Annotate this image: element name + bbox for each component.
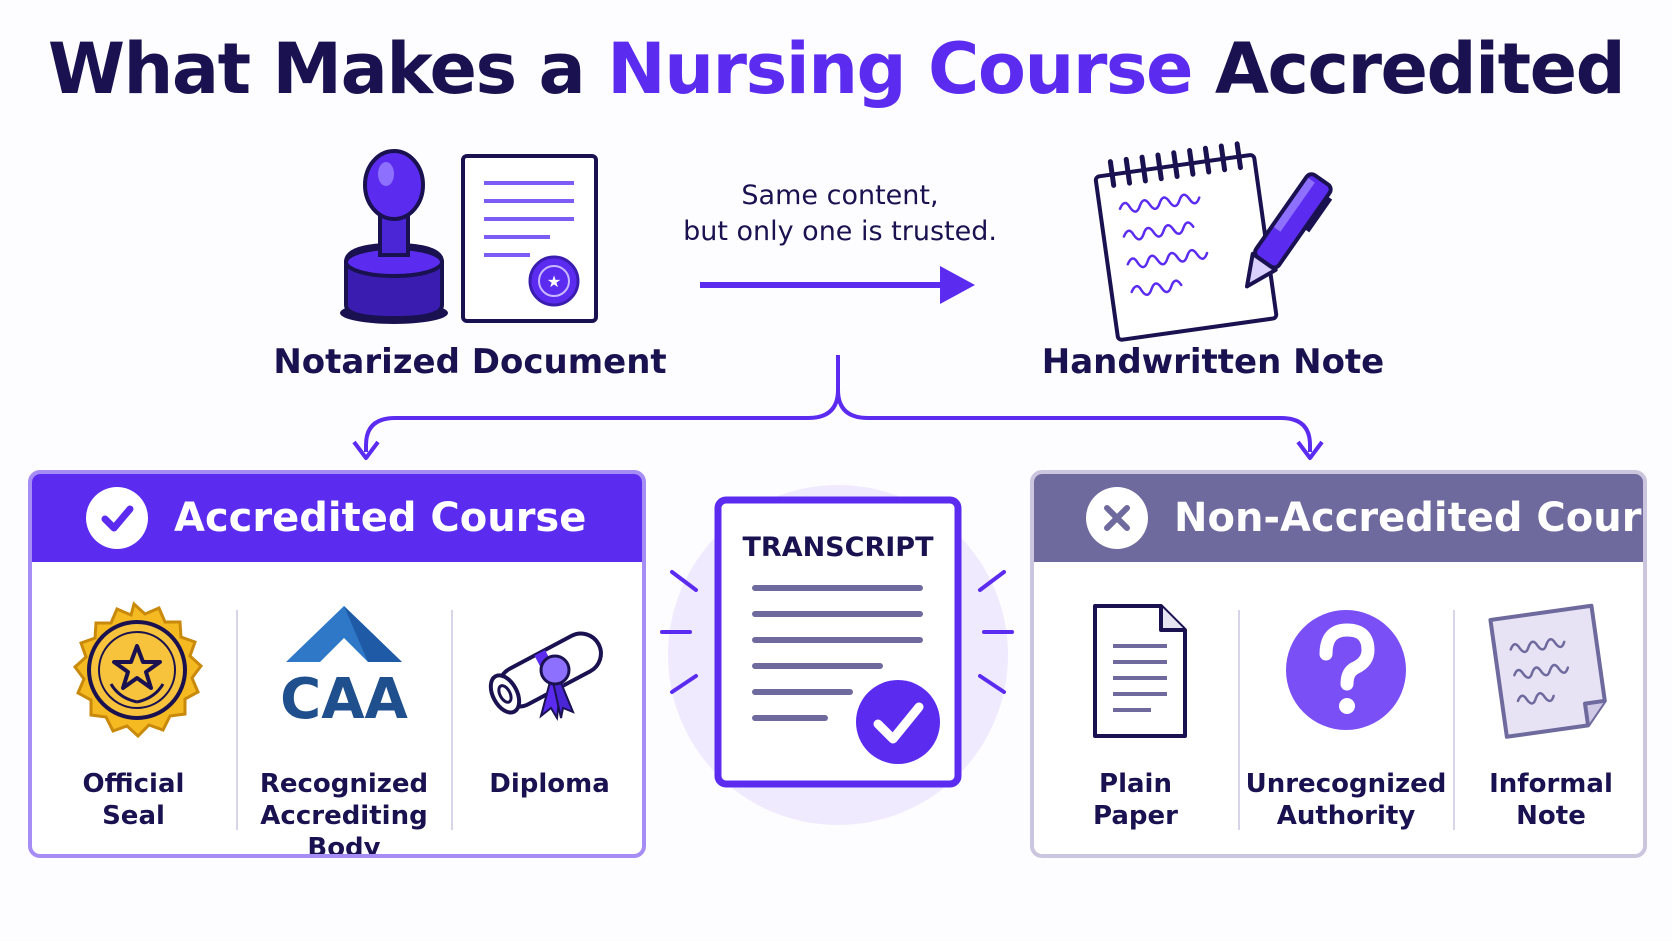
connector-left	[364, 355, 840, 452]
plain-paper-line1: Plain	[1099, 769, 1172, 799]
caa-logo: CAA	[280, 606, 409, 732]
title-end: Accredited	[1214, 28, 1626, 110]
diploma-icon	[488, 631, 603, 722]
accrediting-body-line2: Accrediting Body	[260, 801, 428, 858]
accredited-heading: Accredited Course	[174, 495, 587, 541]
transcript-burst	[660, 570, 1014, 694]
page-title: What Makes a Nursing Course Accredited	[0, 28, 1672, 110]
plain-paper-line2: Paper	[1093, 801, 1178, 831]
informal-note-item: Informal Note	[1455, 562, 1643, 854]
plain-paper-icon	[1092, 604, 1187, 738]
accrediting-body-line1: Recognized	[259, 769, 429, 799]
plain-paper-item: Plain Paper	[1034, 562, 1237, 854]
connector-right	[836, 389, 1312, 452]
accredited-course-panel: Accredited Course Official Seal	[28, 470, 646, 858]
informal-note-line2: Note	[1516, 801, 1586, 831]
non-accredited-header: Non-Accredited Course	[1034, 474, 1643, 562]
unrecognized-authority-line1: Unrecognized	[1245, 769, 1447, 799]
title-start: What Makes a	[47, 28, 586, 110]
handwritten-note-label: Handwritten Note	[1041, 342, 1385, 382]
official-seal-line1: Official	[82, 769, 185, 799]
notarized-document-label: Notarized Document	[273, 342, 667, 382]
official-seal-line2: Seal	[102, 801, 165, 831]
diploma-item: Diploma	[453, 562, 642, 854]
question-mark-icon	[1286, 610, 1406, 730]
note-line-2: but only one is trusted.	[683, 216, 997, 247]
note-line-1: Same content,	[741, 180, 939, 211]
arrow-head-left	[352, 440, 380, 460]
accredited-header: Accredited Course	[32, 474, 642, 562]
official-seal-icon	[72, 601, 203, 739]
unrecognized-authority-line2: Authority	[1276, 801, 1416, 831]
comparison-note: Same content, but only one is trusted.	[660, 178, 1020, 250]
title-accent: Nursing Course	[607, 28, 1193, 110]
divider	[236, 610, 238, 830]
arrow-head-top	[940, 266, 975, 304]
unrecognized-authority-item: Unrecognized Authority	[1240, 562, 1452, 854]
x-circle-icon	[1086, 487, 1148, 549]
informal-note-icon	[1488, 603, 1607, 739]
non-accredited-course-panel: Non-Accredited Course Plain	[1030, 470, 1647, 858]
diploma-line1: Diploma	[489, 769, 610, 799]
divider	[1453, 610, 1455, 830]
non-accredited-heading: Non-Accredited Course	[1174, 495, 1647, 541]
transcript-glow	[668, 485, 1008, 825]
check-circle-icon	[86, 487, 148, 549]
divider	[451, 610, 453, 830]
official-seal-item: Official Seal	[32, 562, 235, 854]
arrow-head-right	[1296, 440, 1324, 460]
accrediting-body-item: CAA Recognized Accrediting Body	[238, 562, 450, 854]
caa-logo-text: CAA	[280, 667, 408, 732]
informal-note-line1: Informal	[1489, 769, 1613, 799]
divider	[1238, 610, 1240, 830]
